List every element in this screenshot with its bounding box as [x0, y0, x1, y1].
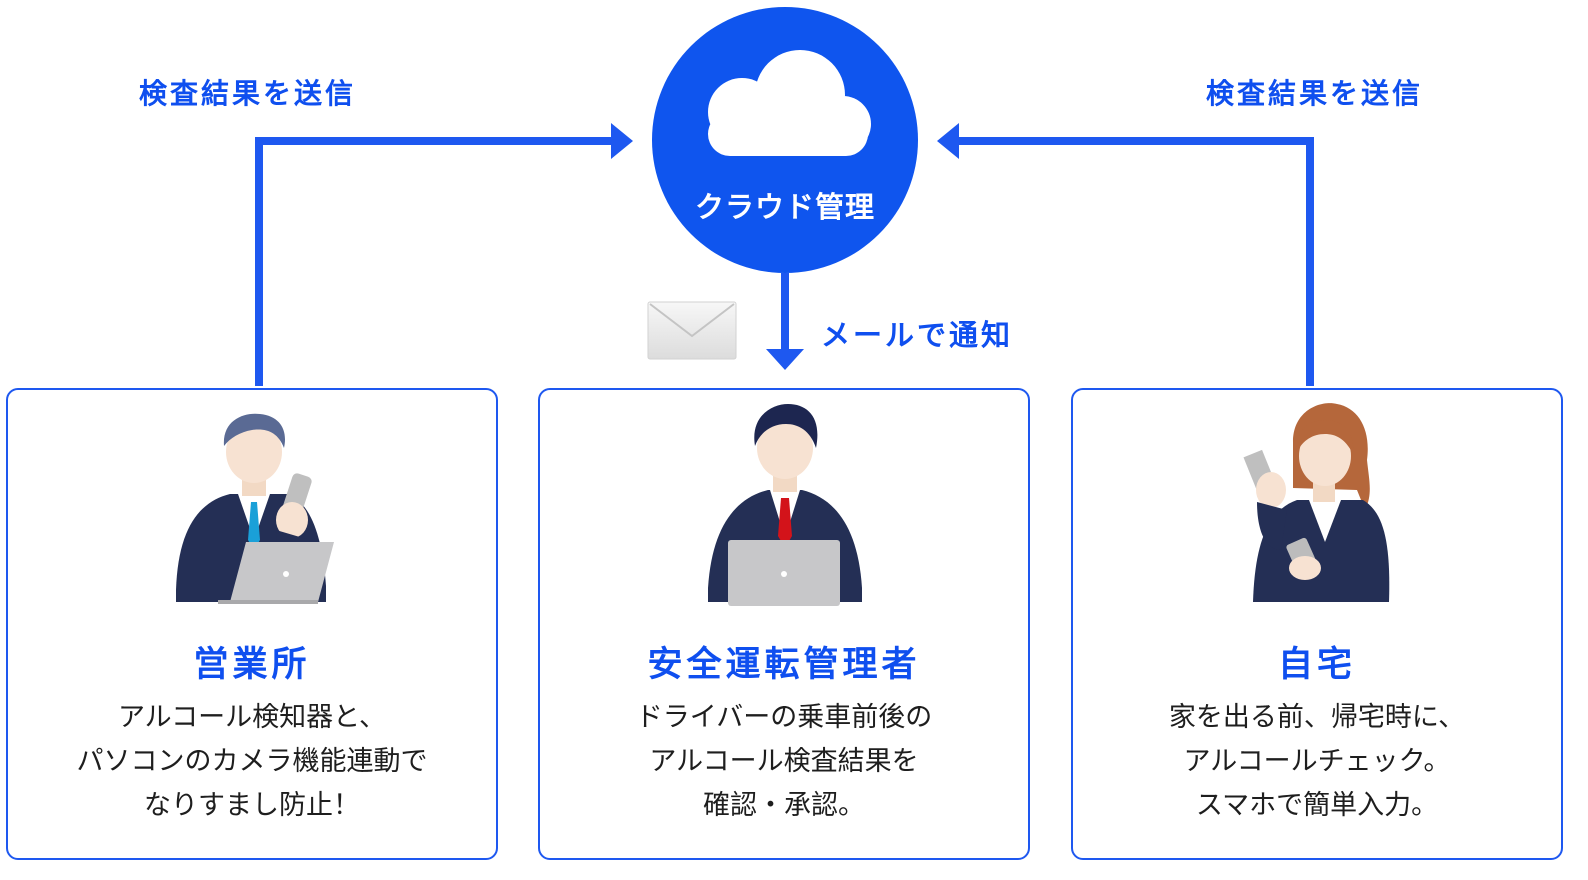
send-results-label-right: 検査結果を送信 [1206, 77, 1424, 110]
card-desc-line: パソコンのカメラ機能連動で [76, 746, 428, 777]
mail-envelope-icon [647, 301, 737, 360]
cloud-management-label: クラウド管理 [694, 190, 875, 224]
card-safety-manager: 安全運転管理者 ドライバーの乗車前後の アルコール検査結果を 確認・承認。 [538, 388, 1030, 860]
card-desc-line: 家を出る前、帰宅時に、 [1168, 702, 1466, 733]
send-results-label-left: 検査結果を送信 [139, 77, 357, 110]
card-title: 営業所 [193, 645, 311, 685]
card-office: 営業所 アルコール検知器と、 パソコンのカメラ機能連動で なりすまし防止！ [6, 388, 498, 860]
card-desc-line: 確認・承認。 [703, 790, 865, 821]
card-description: 家を出る前、帰宅時に、 アルコールチェック。 スマホで簡単入力。 [1083, 696, 1551, 828]
card-description: ドライバーの乗車前後の アルコール検査結果を 確認・承認。 [550, 696, 1018, 828]
email-notify-label: メールで通知 [821, 318, 1014, 352]
card-desc-line: ドライバーの乗車前後の [635, 702, 933, 733]
card-desc-line: アルコール検知器と、 [117, 702, 387, 733]
card-desc-line: スマホで簡単入力。 [1195, 790, 1439, 821]
card-desc-line: アルコールチェック。 [1183, 746, 1451, 777]
card-home: 自宅 家を出る前、帰宅時に、 アルコールチェック。 スマホで簡単入力。 [1071, 388, 1563, 860]
card-title: 自宅 [1277, 645, 1356, 685]
right-arrow [937, 123, 1314, 386]
left-arrow [255, 123, 633, 386]
card-description: アルコール検知器と、 パソコンのカメラ機能連動で なりすまし防止！ [18, 696, 486, 828]
card-desc-line: なりすまし防止！ [144, 790, 360, 821]
office-worker-icon [176, 413, 334, 604]
woman-icon [1243, 403, 1390, 602]
manager-icon [708, 404, 862, 606]
card-desc-line: アルコール検査結果を [649, 746, 919, 777]
cloud-icon [708, 50, 871, 156]
card-title: 安全運転管理者 [647, 645, 921, 685]
down-arrow [766, 273, 804, 370]
